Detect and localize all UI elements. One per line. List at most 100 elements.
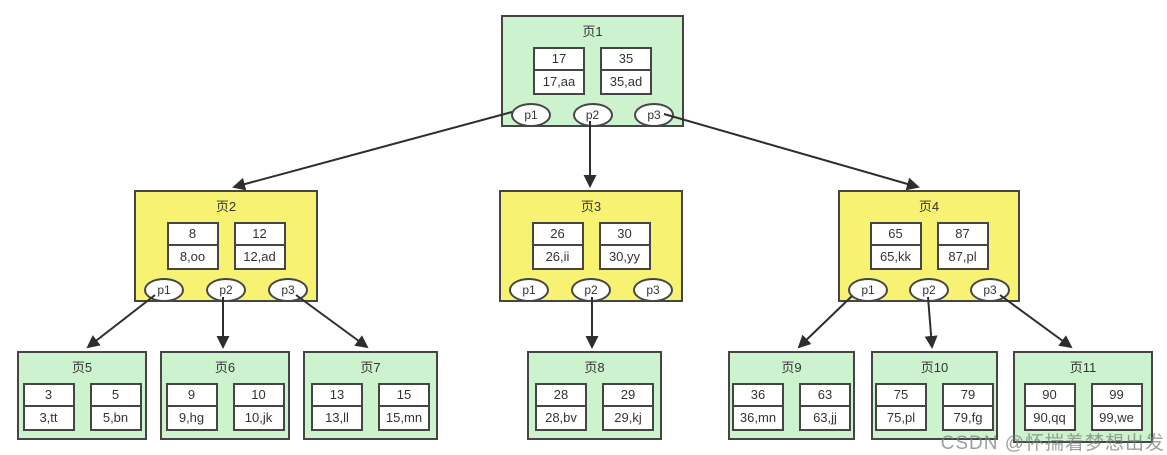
record-cell: 8 8,oo	[166, 222, 219, 270]
record-key: 63	[801, 385, 849, 407]
record-value: 5,bn	[102, 410, 129, 425]
record-value: 10,jk	[244, 410, 273, 425]
pointer-p1: p1	[848, 278, 888, 302]
record-key: 36	[734, 385, 782, 407]
record-value: 79,fg	[953, 410, 983, 425]
record-cell: 35 35,ad	[600, 47, 652, 95]
record-cells: 17 17,aa 35 35,ad	[503, 47, 682, 95]
pointer-p3: p3	[633, 278, 673, 302]
node-title: 页2	[215, 199, 237, 214]
record-value: 90,qq	[1033, 410, 1066, 425]
node-title: 页11	[1069, 360, 1097, 375]
record-key: 17	[535, 49, 583, 71]
record-value: 12,ad	[243, 249, 276, 264]
record-cell: 28 28,bv	[535, 383, 587, 431]
record-value: 63,jj	[813, 410, 837, 425]
pointer-row: p1 p2 p3	[503, 103, 682, 127]
pointer-p3: p3	[970, 278, 1010, 302]
node-title: 页6	[214, 360, 236, 375]
pointer-p2: p2	[571, 278, 611, 302]
record-value: 3,tt	[39, 410, 58, 425]
record-key: 3	[24, 385, 73, 407]
node-title: 页4	[918, 199, 940, 214]
record-key: 5	[91, 385, 140, 407]
pointer-p1: p1	[509, 278, 549, 302]
record-value: 65,kk	[879, 249, 912, 264]
node-title: 页8	[584, 360, 605, 375]
record-key: 35	[602, 49, 650, 71]
record-cell: 65 65,kk	[869, 222, 922, 270]
record-cells: 3 3,tt 5 5,bn	[19, 383, 145, 431]
record-value: 87,pl	[948, 249, 977, 264]
record-value: 35,ad	[609, 74, 643, 89]
record-value: 13,ll	[325, 410, 349, 425]
pointer-p1: p1	[511, 103, 551, 127]
record-cells: 26 26,ii 30 30,yy	[501, 222, 681, 270]
tree-node-page8: 页8 28 28,bv 29 29,kj	[527, 351, 662, 440]
node-title: 页9	[781, 360, 802, 375]
record-cell: 5 5,bn	[89, 383, 142, 431]
record-cells: 65 65,kk 87 87,pl	[840, 222, 1018, 270]
pointer-p3: p3	[268, 278, 308, 302]
pointer-p1: p1	[144, 278, 184, 302]
record-key: 30	[600, 224, 649, 246]
tree-node-page5: 页5 3 3,tt 5 5,bn	[17, 351, 147, 440]
pointer-p2: p2	[572, 103, 613, 127]
pointer-p2: p2	[206, 278, 246, 302]
record-value: 29,kj	[614, 410, 642, 425]
record-key: 13	[313, 385, 361, 407]
record-key: 28	[537, 385, 585, 407]
record-key: 65	[871, 224, 920, 246]
record-value: 28,bv	[545, 410, 577, 425]
tree-node-page9: 页9 36 36,mn 63 63,jj	[728, 351, 855, 440]
record-value: 26,ii	[545, 249, 570, 264]
record-cell: 63 63,jj	[799, 383, 851, 431]
record-value: 9,hg	[178, 410, 205, 425]
record-key: 26	[533, 224, 582, 246]
record-value: 75,pl	[886, 410, 916, 425]
record-cell: 17 17,aa	[533, 47, 585, 95]
pointer-p3: p3	[634, 103, 674, 127]
record-key: 90	[1025, 385, 1074, 407]
record-key: 29	[604, 385, 652, 407]
record-key: 79	[944, 385, 992, 407]
record-cell: 87 87,pl	[936, 222, 989, 270]
record-value: 17,aa	[542, 74, 576, 89]
record-cell: 36 36,mn	[732, 383, 784, 431]
node-title: 页10	[920, 360, 949, 375]
record-cell: 3 3,tt	[22, 383, 75, 431]
record-value: 99,we	[1099, 410, 1134, 425]
record-value: 30,yy	[608, 249, 641, 264]
record-cell: 30 30,yy	[598, 222, 651, 270]
record-cells: 36 36,mn 63 63,jj	[730, 383, 853, 431]
pointer-row: p1 p2 p3	[136, 278, 316, 302]
node-title: 页5	[71, 360, 93, 375]
record-cell: 90 90,qq	[1023, 383, 1076, 431]
record-key: 8	[168, 224, 217, 246]
record-value: 8,oo	[179, 249, 206, 264]
record-cell: 13 13,ll	[311, 383, 363, 431]
record-key: 87	[938, 224, 987, 246]
record-cell: 29 29,kj	[602, 383, 654, 431]
record-cell: 26 26,ii	[531, 222, 584, 270]
csdn-watermark: CSDN @怀揣着梦想出发	[940, 433, 1165, 454]
record-value: 36,mn	[739, 410, 777, 425]
